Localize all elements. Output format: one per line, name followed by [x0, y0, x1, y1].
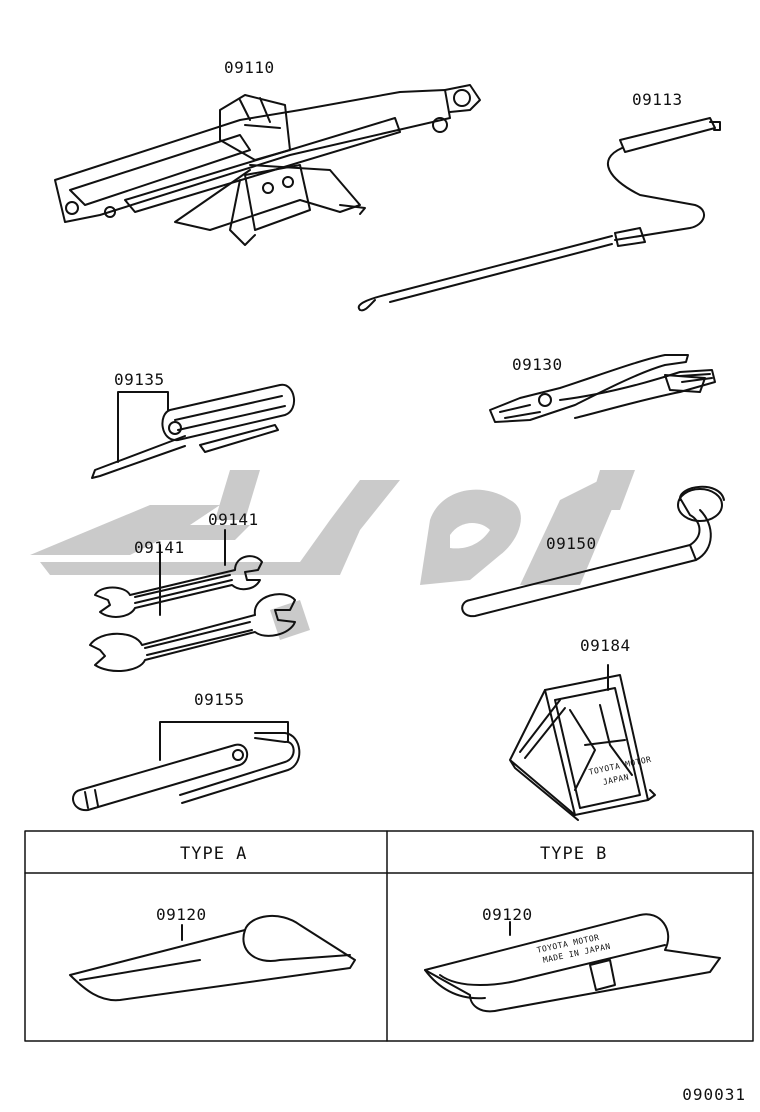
reference-code: 090031: [682, 1085, 746, 1104]
table-header-type-b: TYPE B: [540, 844, 608, 864]
type-table: [24, 830, 754, 1042]
part-label-wheel-chock: 09184: [580, 636, 631, 655]
tool-bag-type-a-illustration: [69, 914, 356, 1002]
part-label-tool-bag-type-b: 09120: [482, 905, 533, 924]
tool-bag-type-b-illustration: [424, 913, 721, 1013]
hub-nut-wrench-illustration: [72, 721, 301, 812]
watermark-logo: [30, 470, 635, 640]
wheel-nut-wrench-illustration: [461, 485, 725, 618]
part-label-pliers: 09130: [512, 355, 563, 374]
part-label-tool-bag-type-a: 09120: [156, 905, 207, 924]
wheel-chock-illustration: [509, 664, 656, 821]
part-label-wheel-nut-wrench: 09150: [546, 534, 597, 553]
pliers-illustration: [489, 354, 716, 423]
wrenches-illustration: [89, 529, 296, 672]
part-label-wrench-small: 09141: [208, 510, 259, 529]
part-label-jack-handle: 09113: [632, 90, 683, 109]
jack-illustration: [54, 84, 481, 246]
part-label-wrench-large: 09141: [134, 538, 185, 557]
part-label-jack: 09110: [224, 58, 275, 77]
part-label-hub-nut-wrench: 09155: [194, 690, 245, 709]
table-header-type-a: TYPE A: [180, 844, 248, 864]
jack-handle-illustration: [357, 117, 721, 312]
part-label-screwdriver: 09135: [114, 370, 165, 389]
screwdriver-illustration: [91, 383, 295, 479]
